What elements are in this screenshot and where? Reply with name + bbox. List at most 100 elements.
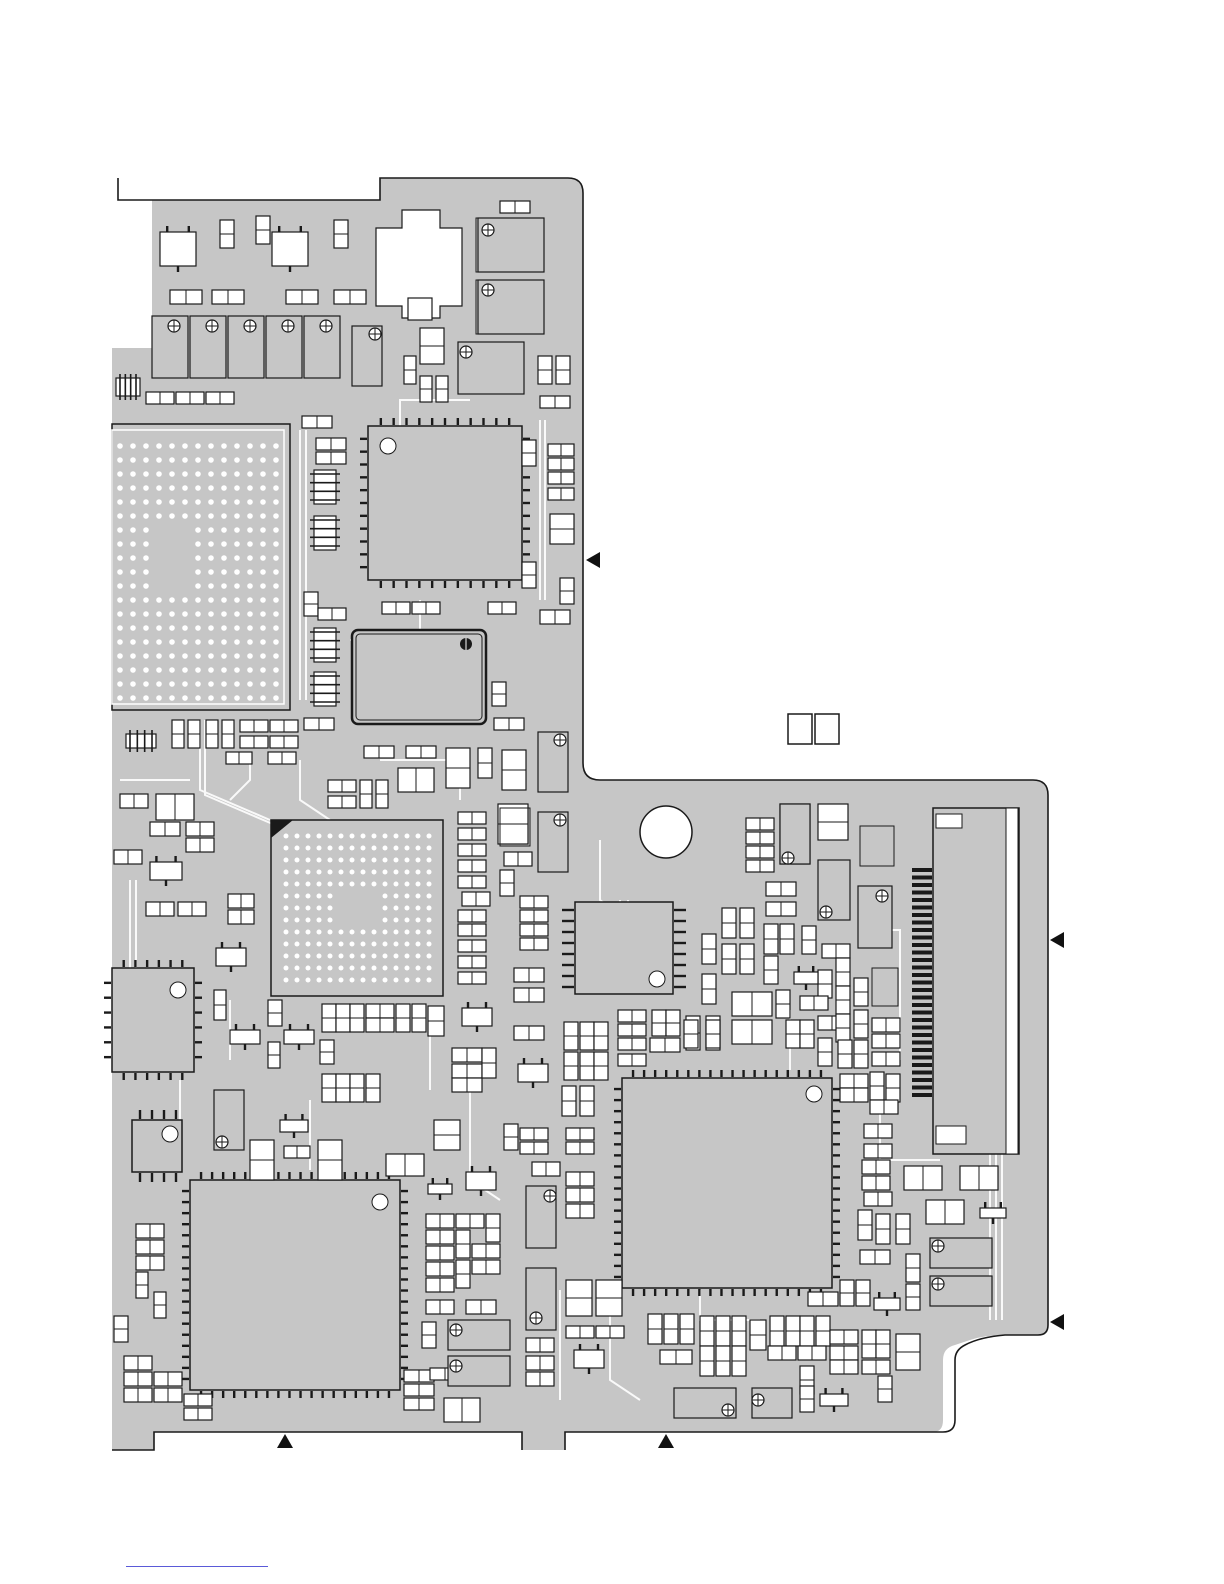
bga-ball xyxy=(156,513,162,519)
bga2-ball xyxy=(405,930,410,935)
bga-ball xyxy=(169,611,175,617)
bga-ball xyxy=(273,639,279,645)
resistor-array xyxy=(314,628,336,662)
bga2-ball xyxy=(295,870,300,875)
reference-boxes xyxy=(788,714,839,744)
bga-ball xyxy=(208,541,214,547)
bga-ball xyxy=(260,471,266,477)
bga-ball xyxy=(182,443,188,449)
fpc-pin xyxy=(912,1011,932,1015)
pin1-marker xyxy=(372,1194,388,1210)
bga2-ball xyxy=(416,858,421,863)
bga-ball xyxy=(221,597,227,603)
bga2-ball xyxy=(350,930,355,935)
bga-ball xyxy=(130,681,136,687)
bga-ball xyxy=(234,471,240,477)
bga2-ball xyxy=(350,858,355,863)
bga-ball xyxy=(117,569,123,575)
bga-ball xyxy=(234,569,240,575)
bga-ball xyxy=(195,639,201,645)
bga-ball xyxy=(221,541,227,547)
bga-ball xyxy=(234,667,240,673)
top-left-void xyxy=(112,200,152,348)
bga2-ball xyxy=(394,918,399,923)
bga2-ball xyxy=(284,954,289,959)
bga-ball xyxy=(247,555,253,561)
bga-ball xyxy=(117,457,123,463)
bga2-ball xyxy=(427,834,432,839)
sot-body xyxy=(160,232,196,266)
bga-ball xyxy=(260,639,266,645)
bga2-ball xyxy=(284,846,289,851)
bga2-ball xyxy=(328,906,333,911)
bga-ball xyxy=(260,597,266,603)
bga-ball xyxy=(247,667,253,673)
bga-ball xyxy=(143,555,149,561)
bga2-ball xyxy=(394,882,399,887)
bga-ball xyxy=(221,639,227,645)
bga2-ball xyxy=(394,930,399,935)
bga-ball xyxy=(247,485,253,491)
bga-ball xyxy=(273,583,279,589)
fpc-pin xyxy=(912,1033,932,1037)
fpc-pin xyxy=(912,973,932,977)
bga2-ball xyxy=(339,846,344,851)
bga-ball xyxy=(221,499,227,505)
bga-ball xyxy=(169,471,175,477)
bga2-ball xyxy=(405,966,410,971)
bga2-ball xyxy=(306,978,311,983)
bga-ball xyxy=(208,513,214,519)
bga-ball xyxy=(195,555,201,561)
bga2-ball xyxy=(350,882,355,887)
bga-ball xyxy=(156,471,162,477)
bga2-ball xyxy=(284,978,289,983)
bga-ball xyxy=(156,639,162,645)
bga-ball xyxy=(234,499,240,505)
fpc-pin xyxy=(912,1003,932,1007)
bga-ball xyxy=(221,625,227,631)
bga-ball xyxy=(273,597,279,603)
fpc-pin xyxy=(912,951,932,955)
fpc-pin xyxy=(912,988,932,992)
bga-ball xyxy=(273,653,279,659)
bga-ball xyxy=(143,513,149,519)
bga2-ball xyxy=(350,942,355,947)
bga2-ball xyxy=(427,894,432,899)
bga2-ball xyxy=(328,918,333,923)
bga2-ball xyxy=(339,942,344,947)
bga-ball xyxy=(221,681,227,687)
fpc-pin xyxy=(912,883,932,887)
bga2-ball xyxy=(306,846,311,851)
bga-ball xyxy=(195,695,201,701)
bga2-ball xyxy=(416,966,421,971)
right-arrow-marker-lower-board-top xyxy=(1050,932,1064,948)
bga-ball xyxy=(117,667,123,673)
sot-body xyxy=(428,1184,452,1194)
bga2-ball xyxy=(394,942,399,947)
bga-ball xyxy=(117,499,123,505)
bga2-ball xyxy=(383,882,388,887)
bga2-ball xyxy=(306,894,311,899)
bga-ball xyxy=(143,471,149,477)
bga-ball xyxy=(117,583,123,589)
fpc-pin xyxy=(912,876,932,880)
bga-ball xyxy=(260,485,266,491)
bga-ball xyxy=(273,457,279,463)
bga2-ball xyxy=(416,870,421,875)
bga-ball xyxy=(208,471,214,477)
bga2-ball xyxy=(394,954,399,959)
fpc-pin xyxy=(912,943,932,947)
bga-ball xyxy=(260,569,266,575)
bga2-ball xyxy=(361,966,366,971)
sot-body xyxy=(980,1208,1006,1218)
bga2-ball xyxy=(372,978,377,983)
bga-ball xyxy=(195,667,201,673)
fpc-pin xyxy=(912,913,932,917)
bga2-ball xyxy=(394,906,399,911)
bga2-ball xyxy=(361,834,366,839)
bga2-ball xyxy=(339,930,344,935)
bga2-ball xyxy=(295,834,300,839)
bga-ball xyxy=(208,527,214,533)
bga2-ball xyxy=(416,894,421,899)
bga-ball xyxy=(221,443,227,449)
